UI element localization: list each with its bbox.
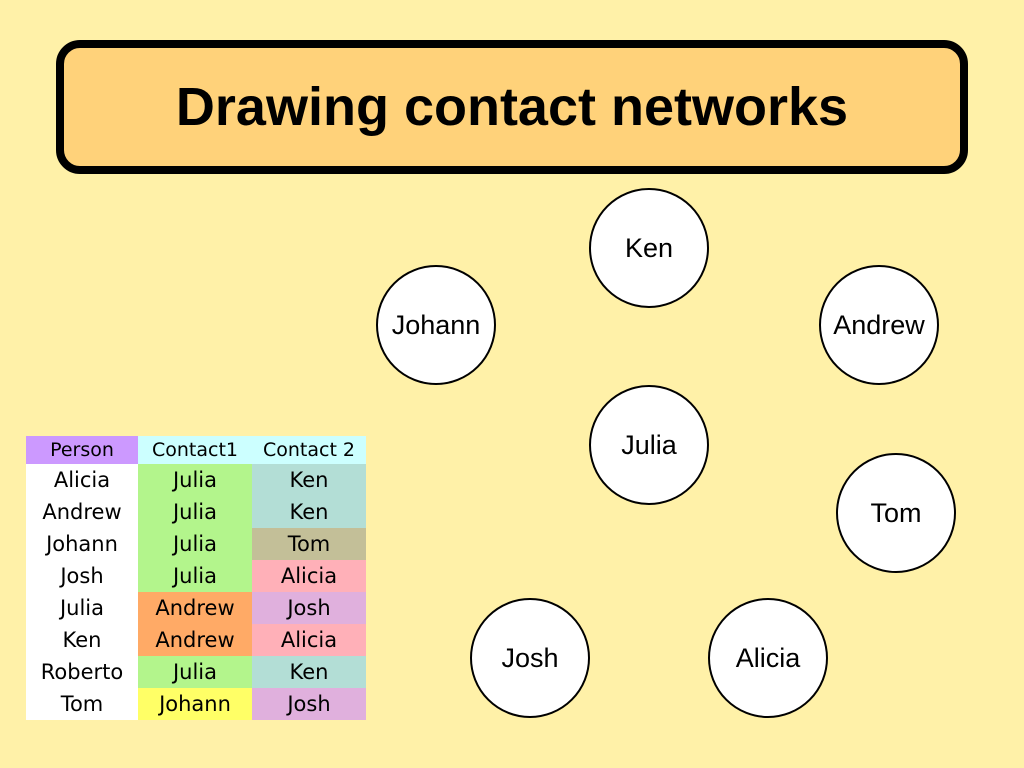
- cell-person: Roberto: [26, 656, 138, 688]
- slide-title: Drawing contact networks: [175, 77, 849, 137]
- cell-contact2: Alicia: [252, 560, 366, 592]
- cell-contact2: Josh: [252, 688, 366, 720]
- node-alicia: Alicia: [708, 598, 828, 718]
- node-ken: Ken: [589, 188, 709, 308]
- node-josh: Josh: [470, 598, 590, 718]
- cell-person: Josh: [26, 560, 138, 592]
- node-julia: Julia: [589, 385, 709, 505]
- header-person: Person: [26, 436, 138, 464]
- cell-person: Tom: [26, 688, 138, 720]
- cell-contact2: Tom: [252, 528, 366, 560]
- cell-contact2: Alicia: [252, 624, 366, 656]
- title-box: Drawing contact networks: [56, 40, 968, 174]
- node-tom: Tom: [836, 453, 956, 573]
- cell-contact2: Ken: [252, 496, 366, 528]
- cell-contact2: Ken: [252, 656, 366, 688]
- cell-contact2: Ken: [252, 464, 366, 496]
- header-contact1: Contact1: [138, 436, 252, 464]
- cell-person: Alicia: [26, 464, 138, 496]
- cell-contact1: Andrew: [138, 624, 252, 656]
- cell-contact1: Andrew: [138, 592, 252, 624]
- cell-contact1: Julia: [138, 560, 252, 592]
- cell-person: Ken: [26, 624, 138, 656]
- header-contact2: Contact 2: [252, 436, 366, 464]
- cell-contact1: Julia: [138, 528, 252, 560]
- cell-person: Julia: [26, 592, 138, 624]
- cell-contact2: Josh: [252, 592, 366, 624]
- cell-contact1: Johann: [138, 688, 252, 720]
- node-andrew: Andrew: [819, 265, 939, 385]
- cell-person: Andrew: [26, 496, 138, 528]
- cell-contact1: Julia: [138, 464, 252, 496]
- cell-person: Johann: [26, 528, 138, 560]
- cell-contact1: Julia: [138, 656, 252, 688]
- cell-contact1: Julia: [138, 496, 252, 528]
- node-johann: Johann: [376, 265, 496, 385]
- table-header-row: Person Contact1 Contact 2: [26, 436, 366, 464]
